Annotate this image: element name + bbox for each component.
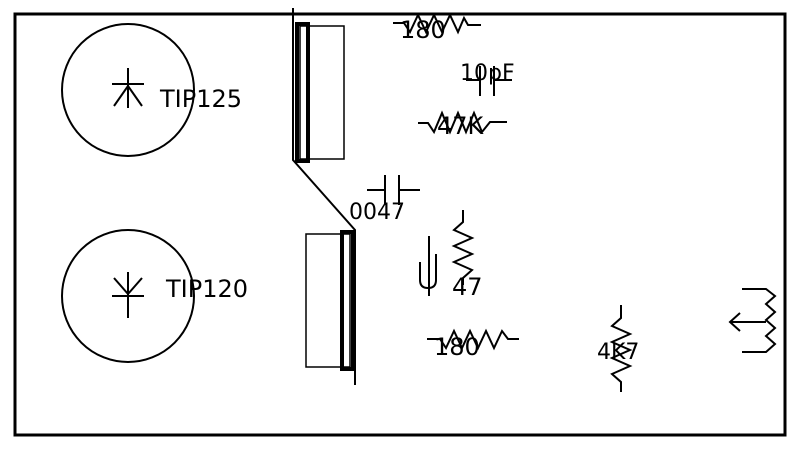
transistor-q1: TIP125 (61, 23, 242, 157)
transistor-q2-outline (61, 229, 195, 363)
resistor-r2: 47K (418, 110, 507, 140)
wire-link (419, 236, 437, 296)
resistor-zigzag-icon (418, 110, 507, 135)
capacitor-icon (367, 175, 420, 205)
npn-symbol-icon (112, 272, 144, 318)
board-outline (13, 12, 787, 437)
resistor-r5-label: 4K7 (597, 340, 639, 365)
transistor-q2-label: TIP120 (165, 275, 248, 303)
resistor-zigzag-icon (393, 12, 481, 35)
capacitor-icon (466, 66, 512, 96)
pnp-symbol-icon (112, 68, 144, 108)
transistor-q2: TIP120 (61, 229, 248, 363)
resistor-r5: 4K7 (597, 305, 639, 392)
capacitor-c2-label: 0047 (349, 200, 405, 225)
capacitor-c1-label: 10pF (460, 61, 515, 86)
resistor-r4: 180 (427, 328, 519, 361)
heatsink-upper (295, 22, 345, 163)
resistor-r2-label: 47K (437, 112, 485, 140)
heatsink-lower (305, 230, 355, 371)
transistor-q1-outline (61, 23, 195, 157)
transistor-q1-label: TIP125 (159, 85, 242, 113)
resistor-zigzag-icon (451, 210, 475, 285)
resistor-r1-label: 180 (400, 16, 446, 44)
resistor-r4-label: 180 (434, 333, 480, 361)
resistor-r3-label: 47 (452, 273, 483, 301)
wiper-arrowhead-icon (728, 312, 741, 332)
resistor-r3: 47 (451, 210, 483, 301)
capacitor-c1: 10pF (460, 61, 515, 96)
resistor-zigzag-icon (609, 305, 633, 392)
resistor-r1: 180 (393, 12, 481, 44)
potentiometer-zigzag-icon (742, 288, 777, 353)
capacitor-c2: 0047 (349, 175, 420, 225)
resistor-zigzag-icon (427, 328, 519, 351)
heatsink-divider (292, 8, 356, 385)
potentiometer (728, 288, 777, 353)
